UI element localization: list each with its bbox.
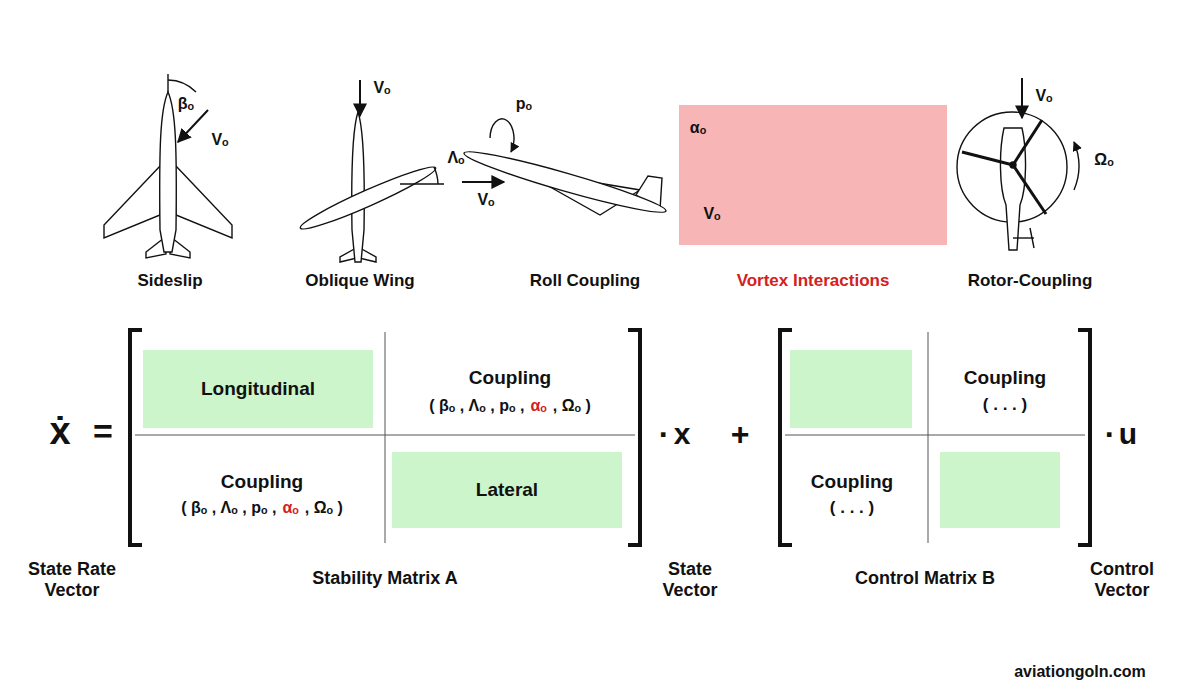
parameter-row: ( βₒ , Λₒ , pₒ , αₒ , Ωₒ ) — [426, 397, 594, 415]
parameter-row: ( βₒ , Λₒ , pₒ , αₒ , Ωₒ ) — [178, 499, 346, 517]
illustration-stroke — [297, 161, 439, 236]
control-symbol: u — [1119, 417, 1137, 452]
rate-symbol: pₒ — [516, 95, 532, 113]
angle-symbol: βₒ — [178, 95, 194, 113]
multiply-dot: · — [659, 416, 670, 453]
control-blocks — [790, 350, 1060, 528]
coupling-parameters: , Ωₒ ) — [553, 397, 591, 415]
illustration-stroke — [928, 332, 929, 543]
illustration-stroke — [352, 112, 365, 262]
illustration-stroke — [104, 165, 161, 238]
illustration-stroke — [130, 330, 142, 545]
block-title: Lateral — [476, 479, 538, 501]
roll-coupling-aircraft — [462, 119, 669, 220]
illustration-stroke — [1074, 142, 1079, 190]
coupling-parameters: , Ωₒ ) — [305, 499, 343, 517]
illustration-stroke — [167, 74, 168, 92]
oblique-wing-aircraft — [297, 80, 444, 262]
plus-sign: + — [731, 416, 750, 453]
illustration-stroke — [940, 452, 1060, 528]
illustration-stroke — [135, 435, 635, 436]
coupling-title: Coupling — [811, 471, 893, 493]
state-rate-symbol: ẋ — [49, 410, 70, 454]
figure-caption: Roll Coupling — [530, 271, 640, 291]
watermark: aviationgoln.com — [1014, 663, 1146, 681]
illustration-stroke — [785, 435, 1085, 436]
matrix-block: Longitudinal — [143, 350, 373, 428]
multiply-dot: · — [1105, 416, 1116, 453]
equals-sign: = — [93, 412, 113, 451]
coupling-title: Coupling — [469, 367, 551, 389]
coupling-parameters: ( . . . ) — [830, 498, 874, 518]
axis-caption: State Rate Vector — [2, 559, 142, 600]
velocity-symbol: Vₒ — [211, 131, 228, 149]
rotor-aircraft — [957, 78, 1079, 250]
axis-caption: Control Vector — [1067, 559, 1177, 600]
velocity-symbol: Vₒ — [373, 79, 390, 97]
coupling-parameter: αₒ — [282, 499, 298, 517]
illustration-stroke — [628, 330, 640, 545]
matrix-block: Lateral — [392, 452, 622, 528]
illustration-stroke — [175, 165, 232, 238]
illustration-stroke — [1010, 162, 1016, 168]
block-title: Longitudinal — [201, 378, 315, 400]
velocity-symbol: Vₒ — [477, 191, 494, 209]
illustration-stroke — [790, 350, 912, 428]
rate-symbol: Ωₒ — [1094, 151, 1113, 169]
coupling-parameters: ( . . . ) — [983, 395, 1027, 415]
illustration-stroke — [168, 80, 196, 92]
illustration-stroke — [385, 332, 386, 543]
coupling-title: Coupling — [964, 367, 1046, 389]
velocity-symbol: Vₒ — [703, 205, 720, 223]
figure-caption: Oblique Wing — [305, 271, 414, 291]
illustration-stroke — [178, 110, 208, 142]
illustration-stroke — [1013, 237, 1034, 238]
illustration-stroke — [462, 144, 669, 219]
state-symbol: x — [674, 417, 691, 452]
highlight-panel: Vortex Interactions — [679, 105, 947, 297]
axis-caption: Control Matrix B — [855, 568, 995, 589]
figure-caption: Vortex Interactions — [679, 271, 947, 291]
coupling-parameters: ( βₒ , Λₒ , pₒ , — [181, 499, 276, 517]
figure-caption: Sideslip — [137, 271, 202, 291]
illustration-stroke — [1013, 120, 1042, 165]
illustration-stroke — [1030, 228, 1034, 248]
illustration-stroke — [434, 167, 438, 184]
highlight-fill — [679, 105, 947, 245]
illustration-stroke — [962, 152, 1013, 165]
velocity-symbol: Vₒ — [1035, 87, 1052, 105]
figure-caption: Rotor-Coupling — [968, 271, 1093, 291]
axis-caption: Stability Matrix A — [312, 568, 457, 589]
axis-caption: State Vector — [640, 559, 740, 600]
illustration-stroke — [490, 119, 514, 152]
coupling-title: Coupling — [221, 471, 303, 493]
angle-symbol: αₒ — [690, 119, 706, 137]
coupling-parameter: αₒ — [530, 397, 546, 415]
angle-symbol: Λₒ — [447, 149, 464, 167]
coupling-parameters: ( βₒ , Λₒ , pₒ , — [429, 397, 524, 415]
sideslip-aircraft — [104, 74, 232, 258]
illustration-stroke — [1000, 128, 1025, 250]
illustration-stroke — [359, 80, 361, 116]
illustration-stroke — [1021, 78, 1023, 118]
matrix-dividers — [135, 332, 1085, 543]
illustration-stroke — [462, 181, 504, 183]
illustration-stroke — [1078, 330, 1090, 545]
illustration-stroke — [1013, 165, 1046, 214]
illustration-stroke — [160, 92, 177, 252]
matrix-brackets — [130, 330, 1090, 545]
